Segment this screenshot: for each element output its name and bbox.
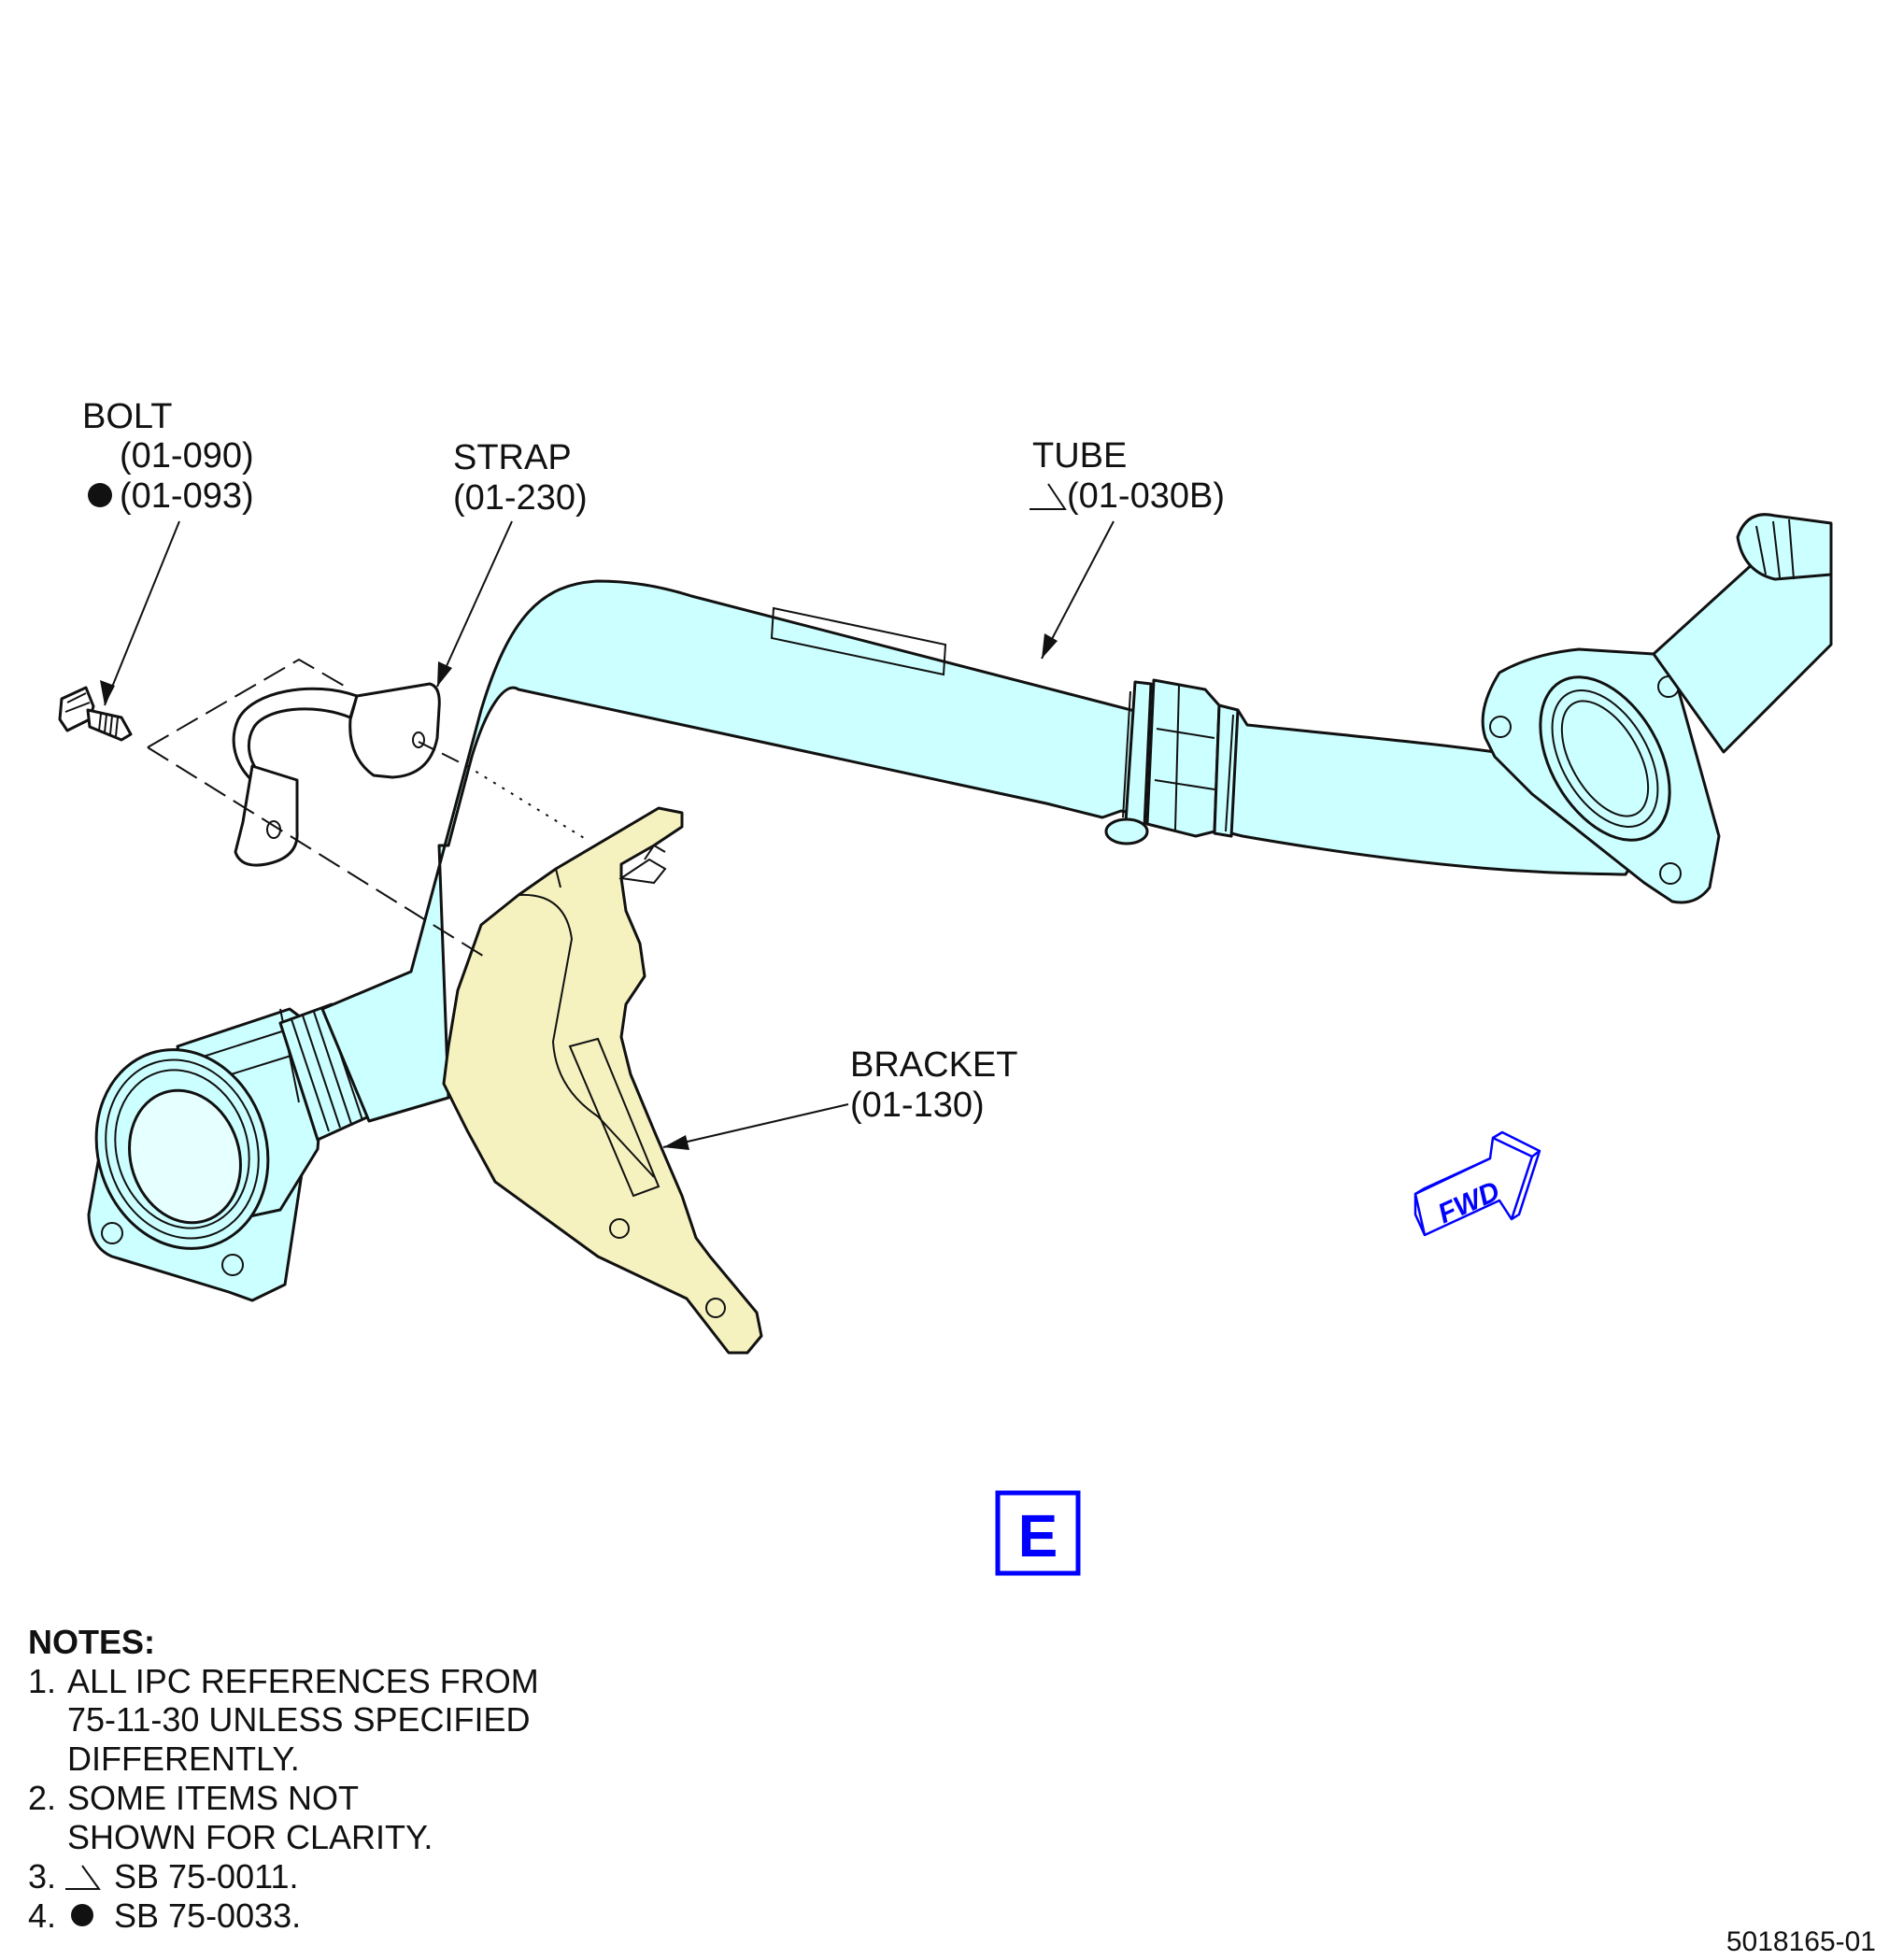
bolt-name-label: BOLT: [82, 397, 172, 436]
upper-right-tube: [1652, 549, 1833, 754]
bracket-top-clip: [618, 858, 667, 885]
lower-flange-bore-inner: [128, 1088, 242, 1225]
callout-bracket: BRACKET (01-130): [850, 1045, 1017, 1125]
note-2-line-1: SOME ITEMS NOT: [67, 1779, 359, 1817]
note-1-line-1: ALL IPC REFERENCES FROM: [67, 1662, 539, 1700]
notes-title: NOTES:: [28, 1623, 155, 1661]
view-label: E: [995, 1490, 1081, 1576]
strap: [232, 682, 441, 867]
bracket-leader-arrowhead: [663, 1135, 689, 1150]
right-flange-bore-outer: [1539, 675, 1671, 842]
tube-leader-arrowhead: [1042, 633, 1058, 659]
assembly-centerlines: [147, 658, 589, 959]
bracket-name-label: BRACKET: [850, 1045, 1017, 1085]
bullet-icon: [71, 1904, 93, 1926]
note-1-line-3: DIFFERENTLY.: [67, 1740, 300, 1778]
fwd-indicator: FWD: [1413, 1130, 1541, 1237]
view-label-letter: E: [1018, 1502, 1058, 1569]
note-4-number: 4.: [28, 1896, 56, 1935]
bracket: [442, 806, 763, 1355]
bracket-body: [442, 806, 763, 1355]
note-4-text: SB 75-0033.: [114, 1896, 301, 1935]
strap-upper-tab: [348, 682, 441, 779]
note-1-line-2: 75-11-30 UNLESS SPECIFIED: [67, 1700, 531, 1739]
note-2-number: 2.: [28, 1779, 56, 1817]
upper-right-tube-end: [1736, 513, 1833, 581]
bullet-icon: [88, 483, 112, 507]
callout-strap: STRAP (01-230): [453, 438, 588, 518]
note-2-line-2: SHOWN FOR CLARITY.: [67, 1818, 433, 1856]
tube-name-label: TUBE: [1032, 436, 1127, 476]
note-3-text: SB 75-0011.: [114, 1857, 298, 1896]
callout-tube: TUBE (01-030B): [1030, 436, 1225, 516]
bolt-ref-2: (01-093): [120, 476, 254, 516]
tube-ref-1: (01-030B): [1067, 476, 1225, 516]
leader-lines: [100, 520, 1115, 1150]
bolt-ref-1: (01-090): [120, 436, 254, 476]
triangle-flag-icon: [1030, 483, 1067, 510]
bolt-hardware: [58, 686, 133, 742]
bracket-hole-1: [609, 1218, 630, 1239]
lower-flange-hole-1: [101, 1222, 123, 1244]
right-flange-hole-3: [1659, 862, 1682, 885]
tube-label-band: [770, 606, 947, 676]
coupling-lower-lug: [1104, 817, 1149, 845]
note-1-number: 1.: [28, 1662, 56, 1700]
bracket-ref-1: (01-130): [850, 1086, 985, 1125]
right-flange-hole-1: [1489, 716, 1512, 738]
drawing-number: 5018165-01: [1726, 1926, 1876, 1957]
bracket-hole-2: [705, 1298, 726, 1318]
bracket-slot: [568, 1037, 660, 1198]
bolt-shank: [86, 708, 133, 742]
strap-ref-1: (01-230): [453, 478, 588, 518]
tube-coupling-nut: [1145, 678, 1221, 838]
notes-block: NOTES: 1. ALL IPC REFERENCES FROM 75-11-…: [28, 1623, 539, 1935]
callout-bolt: BOLT (01-090) (01-093): [82, 397, 254, 516]
tube-assembly: [87, 513, 1833, 1302]
strap-upper-tab-hole: [412, 731, 425, 748]
bolt-leader-arrowhead: [100, 680, 115, 705]
triangle-flag-icon: [65, 1865, 101, 1890]
note-3-number: 3.: [28, 1857, 56, 1896]
lower-flange-hole-2: [221, 1254, 244, 1276]
view-label-box: [995, 1490, 1081, 1576]
strap-lower-tab: [234, 764, 299, 867]
forward-arrow-icon: [1413, 1130, 1541, 1237]
strap-name-label: STRAP: [453, 438, 572, 477]
strap-leader-arrowhead: [437, 661, 452, 687]
